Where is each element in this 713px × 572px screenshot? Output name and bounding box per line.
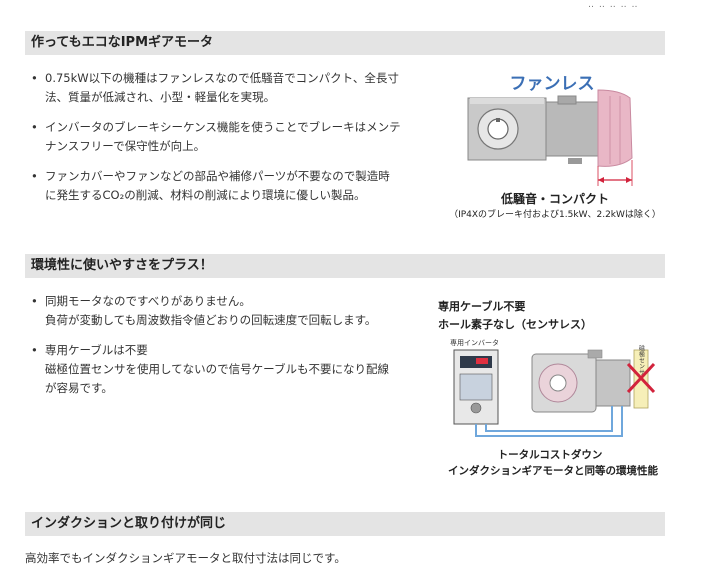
section-heading-ipm: 作ってもエコなIPMギアモータ <box>25 31 665 55</box>
sensor-label: 磁極センサ <box>638 344 645 375</box>
top-decoration: ‥ ‥ ‥ ‥ ‥ <box>588 0 639 10</box>
section-heading-mounting: インダクションと取り付けが同じ <box>25 512 665 536</box>
environment-feature-list: 同期モータなのですべりがありません。 負荷が変動しても周波数指令値どおりの回転速… <box>27 292 412 409</box>
bullet-line: 0.75kW以下の機種はファンレスなので低騒音でコンパクト、全長寸 <box>45 71 399 85</box>
list-item: インバータのブレーキシーケンス機能を使うことでブレーキはメンテ ナンスフリーで保… <box>27 118 412 156</box>
bullet-line: に発生するCO₂の削減、材料の削減により環境に優しい製品。 <box>45 188 366 202</box>
list-item: ファンカバーやファンなどの部品や補修パーツが不要なので製造時 に発生するCO₂の… <box>27 167 412 205</box>
list-item: 0.75kW以下の機種はファンレスなので低騒音でコンパクト、全長寸 法、質量が低… <box>27 69 412 107</box>
bullet-line: 法、質量が低減され、小型・軽量化を実現。 <box>45 90 276 104</box>
bullet-line: 負荷が変動しても周波数指令値どおりの回転速度で回転します。 <box>45 313 377 327</box>
fanless-motor-illustration: ファンレス <box>467 74 633 186</box>
bullet-line: 専用ケーブルは不要 <box>45 343 148 357</box>
bullet-line: ナンスフリーで保守性が向上。 <box>45 139 206 153</box>
inverter-label: 専用インバータ <box>450 338 499 347</box>
bullet-line: が容易です。 <box>45 381 113 395</box>
bullet-line: 磁極位置センサを使用してないので信号ケーブルも不要になり配線 <box>45 362 389 376</box>
section-heading-environment: 環境性に使いやすさをプラス！ <box>25 254 665 278</box>
figure-heading-sensorless: ホール素子なし（センサレス） <box>438 318 592 331</box>
fanless-label: ファンレス <box>510 74 595 94</box>
sensorless-wiring-illustration: 専用インバータ 磁極センサ <box>450 338 656 437</box>
figure-heading-cable: 専用ケーブル不要 <box>438 300 526 313</box>
figure-caption-cost: トータルコストダウン <box>497 449 603 461</box>
figure-caption-environment: インダクションギアモータと同等の環境性能 <box>448 465 658 477</box>
figure-note: （IP4Xのブレーキ付および1.5kW、2.2kWは除く） <box>449 210 661 220</box>
bullet-line: 同期モータなのですべりがありません。 <box>45 294 251 308</box>
bullet-line: インバータのブレーキシーケンス機能を使うことでブレーキはメンテ <box>45 120 401 134</box>
list-item: 同期モータなのですべりがありません。 負荷が変動しても周波数指令値どおりの回転速… <box>27 292 412 330</box>
mounting-paragraph: 高効率でもインダクションギアモータと取付寸法は同じです。 <box>25 551 346 565</box>
figure-caption: 低騒音・コンパクト <box>500 192 609 206</box>
ipm-feature-list: 0.75kW以下の機種はファンレスなので低騒音でコンパクト、全長寸 法、質量が低… <box>27 69 412 216</box>
bullet-line: ファンカバーやファンなどの部品や補修パーツが不要なので製造時 <box>45 169 390 183</box>
list-item: 専用ケーブルは不要 磁極位置センサを使用してないので信号ケーブルも不要になり配線… <box>27 341 412 398</box>
